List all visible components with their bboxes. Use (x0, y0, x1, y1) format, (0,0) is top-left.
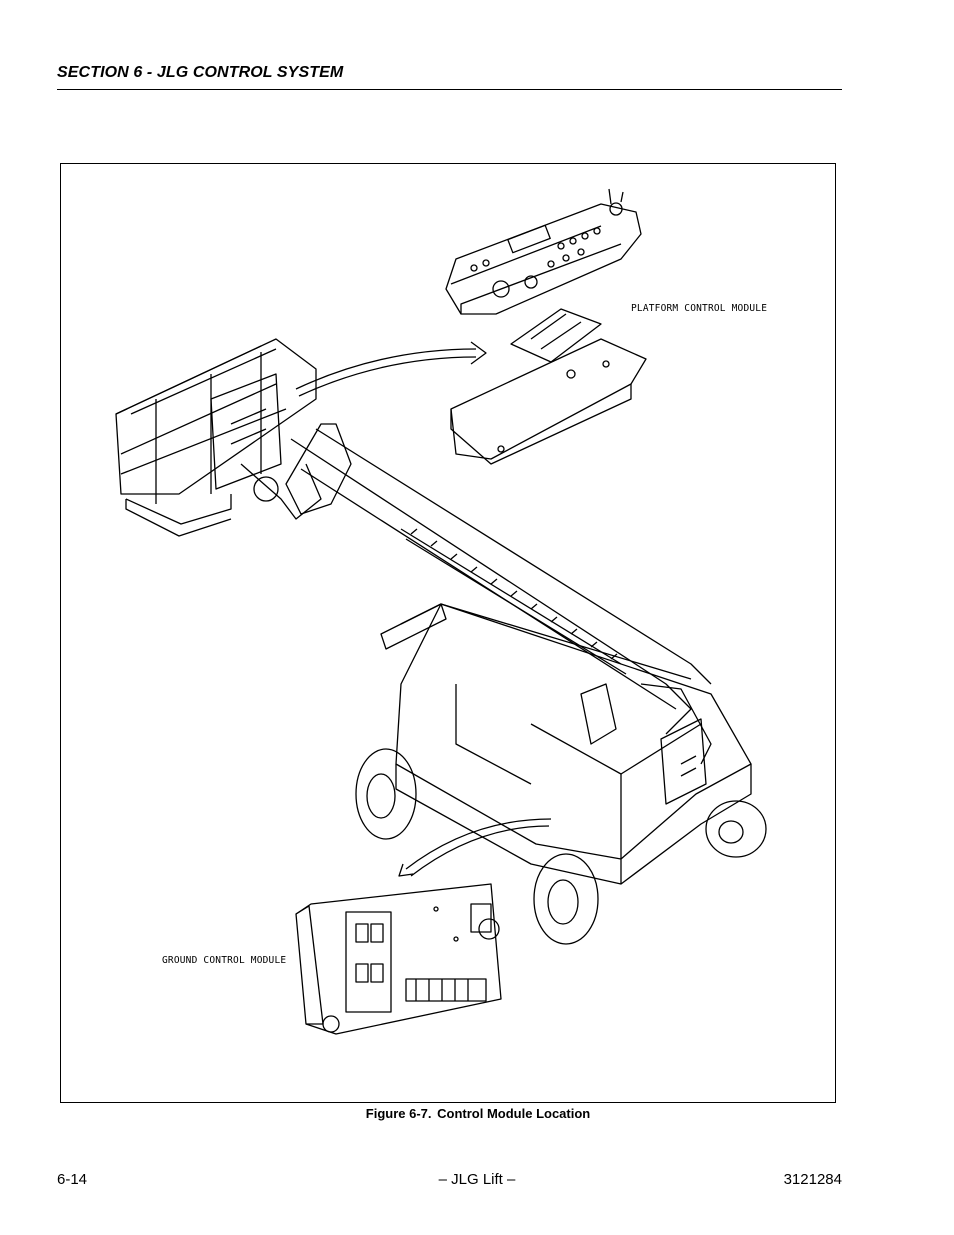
footer-brand: – JLG Lift – (438, 1171, 516, 1188)
document-number: 3121284 (783, 1171, 842, 1188)
machine-chassis (380, 603, 752, 885)
platform-callout-arrow (295, 341, 487, 397)
page-number: 6-14 (57, 1171, 88, 1188)
figure-frame: PLATFORM CONTROL MODULE GROUND CONTROL M… (60, 163, 836, 1103)
ground-control-module-label: GROUND CONTROL MODULE (162, 955, 287, 966)
telescopic-boom (285, 423, 712, 735)
lift-illustration (115, 188, 767, 1035)
ground-callout-arrow (398, 818, 552, 877)
wheels (355, 748, 767, 945)
platform-control-box (450, 308, 647, 465)
figure-caption-number: Figure 6-7. (365, 1106, 432, 1121)
figure-caption: Figure 6-7. Control Module Location (0, 1106, 954, 1121)
figure-caption-text: Control Module Location (437, 1106, 591, 1121)
section-title: SECTION 6 - JLG CONTROL SYSTEM (57, 64, 344, 81)
work-platform-basket (115, 338, 322, 537)
platform-control-console (445, 188, 642, 315)
header-rule (57, 89, 842, 90)
ground-control-panel (295, 883, 502, 1035)
platform-control-module-label: PLATFORM CONTROL MODULE (631, 303, 768, 314)
